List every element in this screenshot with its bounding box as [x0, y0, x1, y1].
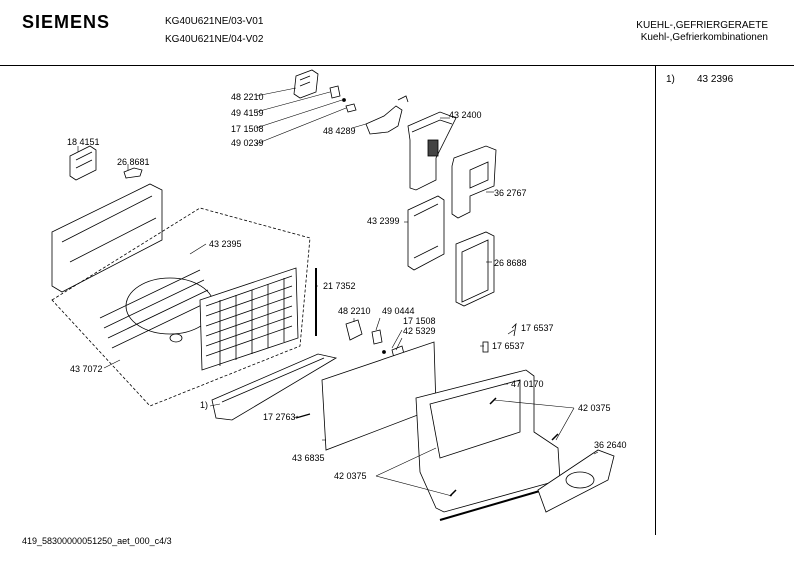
part-label: 47 0170 — [511, 379, 544, 389]
control-panel-housing — [407, 111, 457, 191]
light-diffuser — [407, 195, 445, 271]
part-label: 21 7352 — [323, 281, 356, 291]
screw-3 — [449, 489, 457, 497]
part-label: 17 6537 — [492, 341, 525, 351]
terminal-box — [69, 145, 97, 181]
part-label: 17 6537 — [521, 323, 554, 333]
leader-lines — [77, 87, 599, 497]
lamp-cover — [451, 145, 497, 219]
part-label: 43 2399 — [367, 216, 400, 226]
model-number-2: KG40U621NE/04-V02 — [165, 34, 264, 45]
part-label: 48 2210 — [338, 306, 371, 316]
end-cap-cover — [537, 449, 615, 513]
category-title: KUEHL-,GEFRIERGERAETE — [636, 20, 768, 31]
clip-part — [329, 85, 341, 99]
connector-part — [123, 167, 143, 179]
screw-1 — [489, 397, 497, 405]
model-number-1: KG40U621NE/03-V01 — [165, 16, 264, 27]
part-label: 43 2395 — [209, 239, 242, 249]
part-label: 26 8681 — [117, 157, 150, 167]
small-clip-b — [482, 341, 489, 353]
assembly-outline — [51, 207, 311, 407]
part-label: 43 7072 — [70, 364, 103, 374]
part-label: 17 1508 — [403, 316, 436, 326]
part-label: 17 2763 — [263, 412, 296, 422]
part-label: 43 2400 — [449, 110, 482, 120]
pin-part — [295, 413, 311, 419]
brand-logo: SIEMENS — [22, 12, 111, 32]
hinge-pin — [371, 329, 383, 345]
part-label: 42 0375 — [578, 403, 611, 413]
bushing-part — [345, 103, 357, 113]
hinge-bracket — [293, 69, 319, 99]
part-label: 17 1508 — [231, 124, 264, 134]
part-label: 48 2210 — [231, 92, 264, 102]
part-label: 43 6835 — [292, 453, 325, 463]
part-label: 48 4289 — [323, 126, 356, 136]
drip-tray — [211, 353, 338, 421]
part-label: 49 0444 — [382, 306, 415, 316]
part-label: 36 2767 — [494, 188, 527, 198]
part-label: 1) — [200, 400, 209, 410]
header-divider — [0, 65, 794, 66]
part-label: 49 0239 — [231, 138, 264, 148]
cover-panel — [455, 231, 495, 307]
notes-divider — [655, 65, 656, 535]
screw-part — [342, 98, 346, 102]
rear-wall-panel — [51, 183, 163, 293]
small-clip-a — [511, 322, 517, 337]
part-label: 42 5329 — [403, 326, 436, 336]
screw-2 — [551, 433, 559, 441]
part-label: 18 4151 — [67, 137, 100, 147]
part-label: 49 4159 — [231, 108, 264, 118]
hinge-lever — [365, 95, 409, 135]
part-label: 42 0375 — [334, 471, 367, 481]
footnote-marker: 1) — [666, 74, 675, 85]
door-hinge — [345, 319, 363, 341]
footnote-part-number: 43 2396 — [697, 74, 734, 85]
document-code: 419_58300000051250_aet_000_c4/3 — [22, 536, 172, 546]
part-label: 26 8688 — [494, 258, 527, 268]
part-label: 36 2640 — [594, 440, 627, 450]
condenser-coil — [99, 267, 299, 371]
hinge-screw — [382, 350, 386, 354]
category-subtitle: Kuehl-,Gefrierkombinationen — [640, 32, 768, 43]
machine-compartment-frame — [415, 369, 561, 521]
